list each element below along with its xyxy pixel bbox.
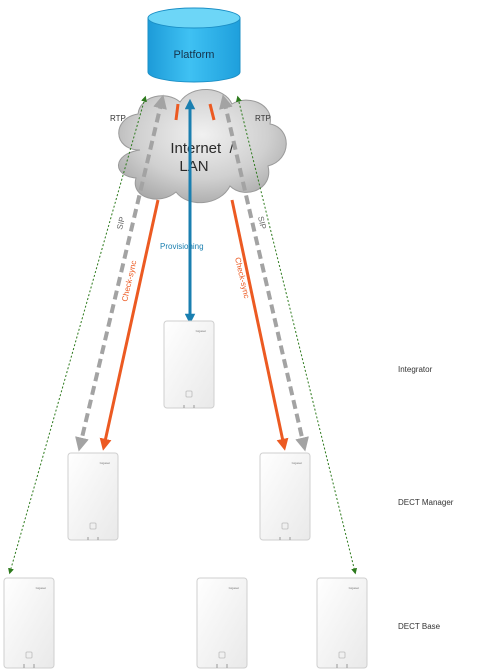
provisioning-label: Provisioning: [160, 242, 204, 251]
sip-label-left: SIP: [115, 216, 127, 231]
dect-base-device-2: Gigaset: [196, 577, 248, 669]
tier-label-integrator: Integrator: [398, 365, 433, 374]
platform-label: Platform: [174, 49, 215, 61]
check-sync-arrow-left: [174, 103, 180, 121]
cloud-label-line1: Internet /: [170, 140, 234, 157]
device-brand: Gigaset: [196, 329, 207, 333]
dect-manager-device-right: Gigaset: [259, 452, 311, 541]
device-brand: Gigaset: [292, 461, 303, 465]
rtp-label-left: RTP: [110, 114, 126, 123]
dect-base-device-1: Gigaset: [3, 577, 55, 669]
tier-label-dect-base: DECT Base: [398, 622, 441, 631]
device-brand: Gigaset: [349, 586, 360, 590]
rtp-label-right: RTP: [255, 114, 271, 123]
dect-manager-device-left: Gigaset: [67, 452, 119, 541]
tier-label-dect-manager: DECT Manager: [398, 498, 454, 507]
device-brand: Gigaset: [229, 586, 240, 590]
device-brand: Gigaset: [36, 586, 47, 590]
check-sync-arrow-right: [208, 103, 216, 121]
cloud-label-line2: LAN: [179, 158, 208, 175]
dect-base-device-3: Gigaset: [316, 577, 368, 669]
rtp-line-right: [235, 95, 358, 575]
sip-label-right: SIP: [256, 215, 268, 230]
platform-database: Platform: [147, 7, 241, 83]
integrator-device: Gigaset: [163, 320, 215, 409]
device-brand: Gigaset: [100, 461, 111, 465]
